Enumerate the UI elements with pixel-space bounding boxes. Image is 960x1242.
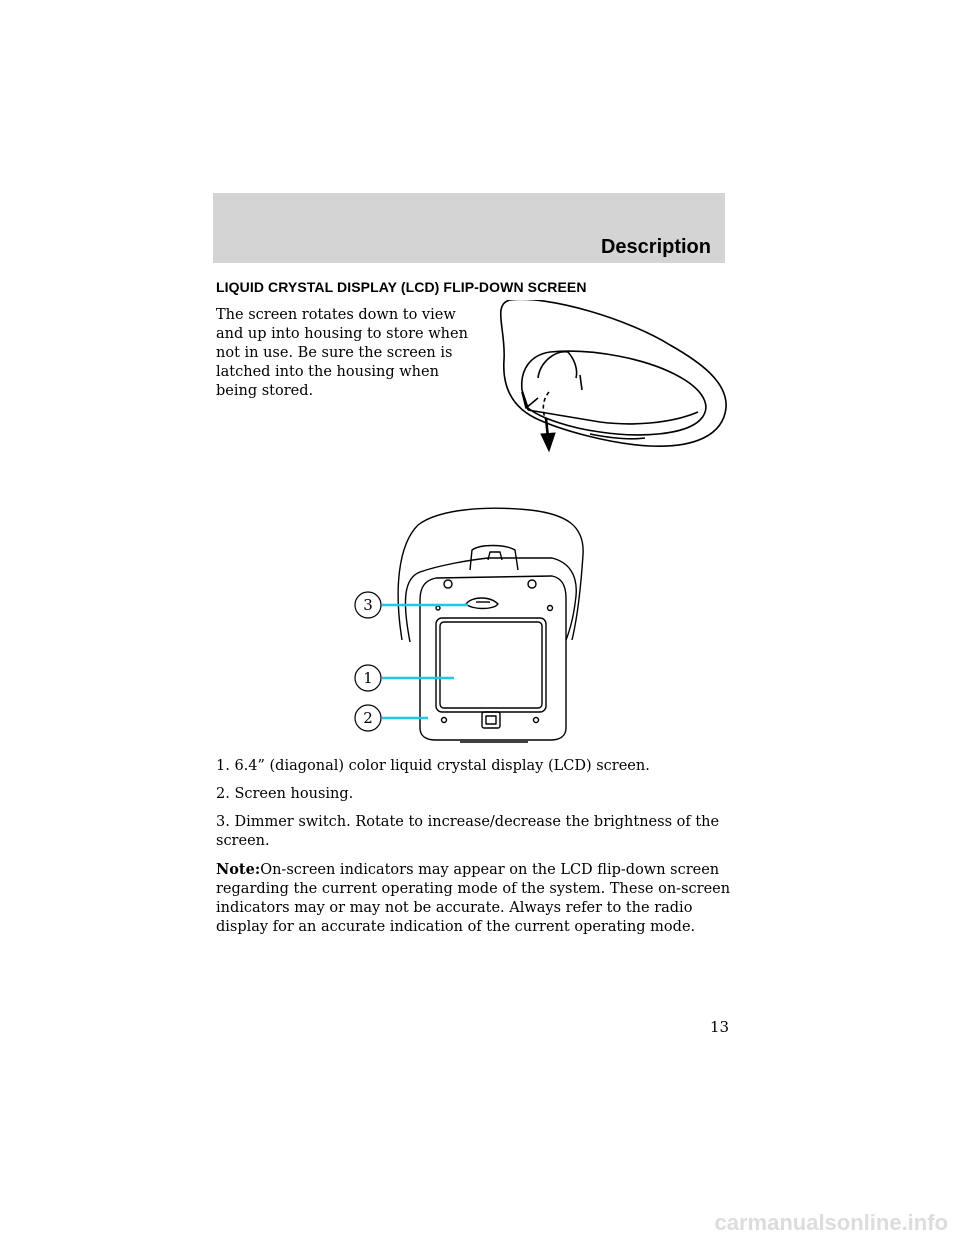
housing-illustration [499, 300, 727, 453]
list-item: 2. Screen housing. [216, 786, 354, 802]
housing-outline [397, 507, 584, 641]
page-number: 13 [710, 1018, 730, 1036]
section-header-band: Description [213, 193, 725, 263]
lcd-screen-illustration: 3 1 2 [354, 507, 584, 743]
note-text: On-screen indicators may appear on the L… [216, 862, 731, 935]
lcd-screen [435, 617, 547, 713]
control-button [481, 711, 501, 729]
dimmer-switch [465, 597, 499, 610]
callout-3-label: 3 [363, 596, 373, 614]
section-heading: LIQUID CRYSTAL DISPLAY (LCD) FLIP-DOWN S… [216, 279, 587, 295]
section-title: Description [600, 236, 711, 258]
intro-paragraph: The screen rotates down to view and up i… [216, 307, 468, 399]
callout-1-label: 1 [363, 669, 373, 687]
note-paragraph: Note:On-screen indicators may appear on … [216, 860, 736, 937]
callout-2-label: 2 [363, 709, 373, 727]
list-item: 3. Dimmer switch. Rotate to increase/dec… [216, 814, 720, 849]
watermark: carmanualsonline.info [714, 1210, 949, 1235]
item-list: 1. 6.4” (diagonal) color liquid crystal … [216, 757, 736, 946]
screen-housing-panel [419, 575, 567, 741]
note-label: Note: [216, 861, 261, 878]
list-item: 1. 6.4” (diagonal) color liquid crystal … [216, 758, 650, 774]
